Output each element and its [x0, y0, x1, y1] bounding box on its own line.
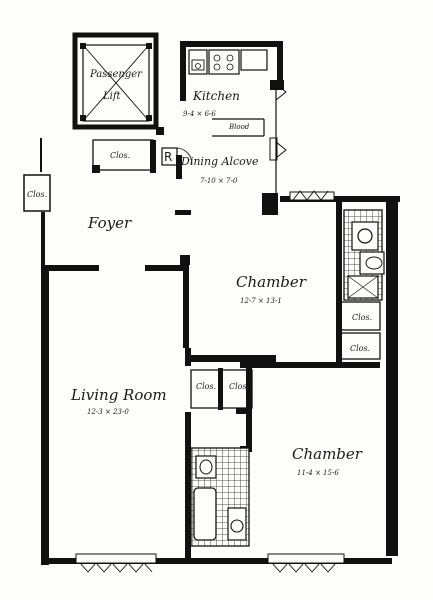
dining-alcove-label: Dining Alcove [181, 155, 259, 168]
main-walls [41, 210, 392, 573]
closet-near-lift-label: Clos. [110, 151, 131, 160]
chamber-2-label: Chamber [292, 445, 362, 463]
bathroom-2 [190, 447, 250, 547]
lift-label-line1: Passenger [90, 69, 142, 80]
closet-left-wall [23, 138, 51, 212]
kitchen-dims: 9-4 × 6-6 [183, 110, 216, 118]
living-room-dims: 12-3 × 23-0 [87, 408, 129, 416]
closet-chamber2-label: Clos. [229, 382, 250, 391]
chamber-1-walls [190, 190, 400, 556]
dining-alcove-dims: 7-10 × 7-0 [200, 177, 238, 185]
passenger-lift [72, 32, 159, 130]
closets-middle [190, 368, 253, 452]
living-room-label: Living Room [71, 386, 167, 404]
lift-label-line2: Lift [103, 91, 121, 102]
closet-near-lift [92, 139, 156, 173]
chamber-2-dims: 11-4 × 15-6 [297, 469, 339, 477]
chamber-1-dims: 12-7 × 13-1 [240, 297, 282, 305]
refrigerator-label: R [164, 150, 173, 164]
chamber-1-label: Chamber [236, 273, 306, 291]
foyer-label: Foyer [88, 214, 132, 232]
bathroom-1 [343, 209, 385, 301]
closet-chamber1-a-label: Clos. [352, 313, 373, 322]
blood-label: Blood [229, 123, 250, 131]
kitchen-walls [156, 41, 287, 215]
kitchen-label: Kitchen [193, 89, 240, 103]
closet-living-label: Clos. [196, 382, 217, 391]
closet-left-wall-label: Clos. [27, 190, 48, 199]
closet-chamber1-b-label: Clos. [350, 344, 371, 353]
